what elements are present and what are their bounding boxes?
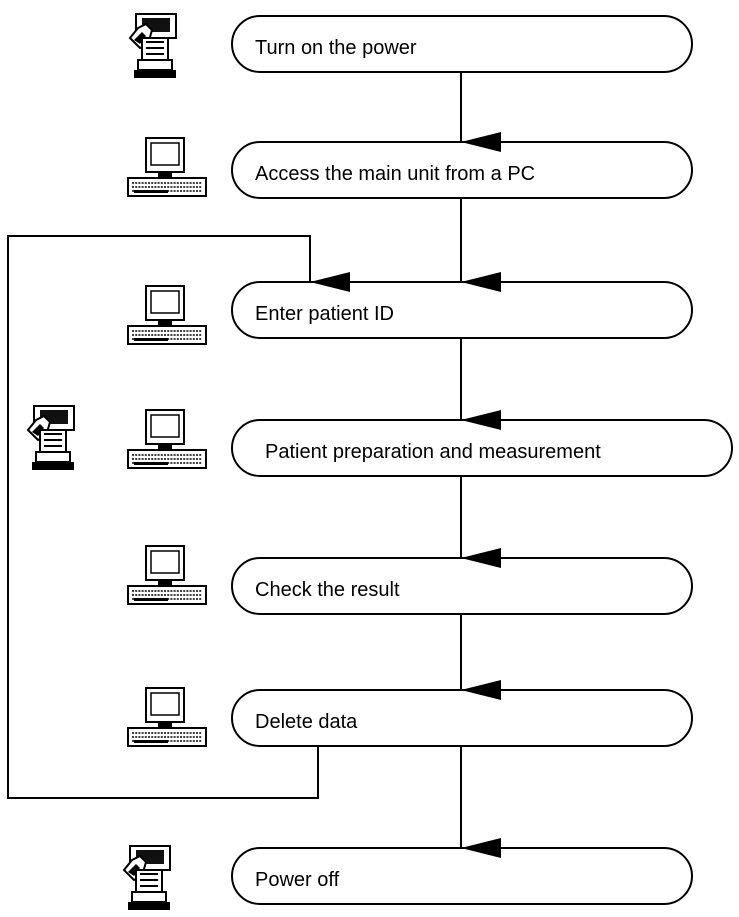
step-1: Turn on the power [231,15,693,73]
device-icon [123,845,171,911]
step-2-label: Access the main unit from a PC [255,163,535,185]
pc-icon [127,409,207,469]
step-2: Access the main unit from a PC [231,141,693,199]
step-7: Power off [231,847,693,905]
step-5: Check the result [231,557,693,615]
pc-icon [127,545,207,605]
step-1-label: Turn on the power [255,37,417,59]
step-5-label: Check the result [255,579,400,601]
step-4: Patient preparation and measurement [231,419,733,477]
device-icon [27,405,75,471]
step-6: Delete data [231,689,693,747]
pc-icon [127,285,207,345]
loop-back-arrow [7,235,350,799]
step-7-label: Power off [255,869,340,891]
step-3-label: Enter patient ID [255,303,394,325]
step-6-label: Delete data [255,711,358,733]
pc-icon [127,137,207,197]
step-4-label: Patient preparation and measurement [265,441,601,463]
pc-icon [127,687,207,747]
step-3: Enter patient ID [231,281,693,339]
device-icon [129,13,177,79]
